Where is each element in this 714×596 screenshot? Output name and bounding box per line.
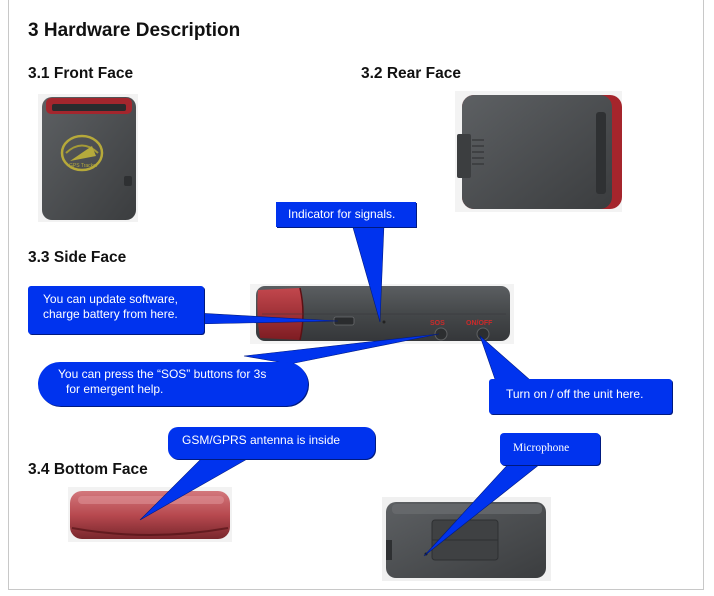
signal-indicator-led bbox=[382, 320, 386, 324]
callout-indicator: Indicator for signals. bbox=[276, 202, 416, 227]
pointer-sos bbox=[243, 333, 440, 365]
section-side-face: 3.3 Side Face bbox=[28, 249, 127, 266]
callout-sos: You can press the “SOS” buttons for 3s f… bbox=[38, 362, 308, 406]
callout-antenna-text: GSM/GPRS antenna is inside bbox=[182, 433, 341, 447]
callout-antenna: GSM/GPRS antenna is inside bbox=[168, 427, 375, 459]
callout-sos-line2: for emergent help. bbox=[66, 382, 164, 396]
side-face-device bbox=[250, 284, 514, 344]
callout-power-text: Turn on / off the unit here. bbox=[506, 387, 644, 401]
callout-sos-line1: You can press the “SOS” buttons for 3s bbox=[58, 367, 267, 381]
power-button bbox=[476, 327, 490, 341]
callout-update: You can update software, charge battery … bbox=[28, 286, 204, 334]
rear-face-device bbox=[455, 91, 622, 212]
power-label: ON/OFF bbox=[466, 320, 493, 327]
page-border bbox=[8, 0, 704, 590]
front-face-device: GPS Tracker bbox=[38, 94, 138, 222]
callout-indicator-text: Indicator for signals. bbox=[288, 207, 396, 221]
section-rear-face: 3.2 Rear Face bbox=[361, 65, 461, 82]
callout-microphone-text: Microphone bbox=[513, 442, 570, 454]
section-front-face: 3.1 Front Face bbox=[28, 65, 134, 82]
microphone-face-device bbox=[382, 497, 551, 581]
section-bottom-face: 3.4 Bottom Face bbox=[28, 461, 148, 478]
callout-update-line2: charge battery from here. bbox=[43, 307, 178, 321]
callout-power: Turn on / off the unit here. bbox=[489, 379, 672, 414]
callout-pointers bbox=[139, 223, 546, 557]
sos-button bbox=[434, 327, 448, 341]
logo-text: GPS Tracker bbox=[69, 163, 98, 169]
callout-microphone: Microphone bbox=[500, 433, 600, 465]
gps-logo-icon: GPS Tracker bbox=[60, 134, 104, 172]
page-title: 3 Hardware Description bbox=[28, 20, 241, 41]
callout-update-line1: You can update software, bbox=[43, 292, 178, 306]
sos-label: SOS bbox=[430, 320, 445, 327]
